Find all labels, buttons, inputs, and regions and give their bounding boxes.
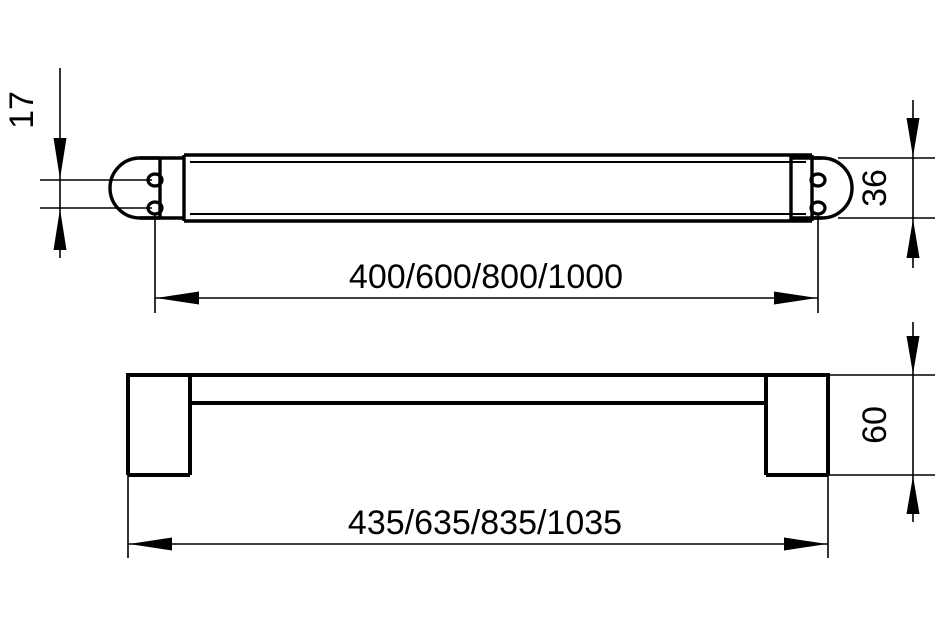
left-mounting-leg-outline [126,373,192,475]
dimension-17-group: 17 [3,68,152,258]
right-end-cap-outline [812,156,854,220]
left-end-cap-outline [108,156,160,220]
dim-60-label: 60 [856,406,894,444]
dim-center-arrow-right [774,291,817,305]
dim-36-arrow-bottom [906,219,920,258]
dim-36-arrow-top [906,118,920,157]
top-view-geometry [108,153,854,223]
right-mounting-leg-outline [764,373,830,475]
dimension-center-length-group: 400/600/800/1000 [154,214,819,313]
side-view-geometry [126,373,830,477]
dim-60-arrow-top [906,336,920,374]
dim-17-arrow-bottom [53,209,67,250]
dim-60-arrow-bottom [906,476,920,514]
dimension-overall-length-group: 435/635/835/1035 [127,475,829,558]
dim-17-arrow-top [53,138,67,179]
dim-17-label: 17 [3,91,41,129]
dim-center-length-label: 400/600/800/1000 [349,258,623,296]
dimension-36-group: 36 [838,100,935,268]
dim-center-arrow-left [156,291,199,305]
right-upper-mounting-hole [809,172,827,188]
dim-overall-arrow-right [784,537,827,551]
dim-overall-length-label: 435/635/835/1035 [348,504,622,542]
dim-overall-arrow-left [129,537,172,551]
dim-36-label: 36 [856,169,894,207]
dimension-60-group: 60 [828,322,935,522]
